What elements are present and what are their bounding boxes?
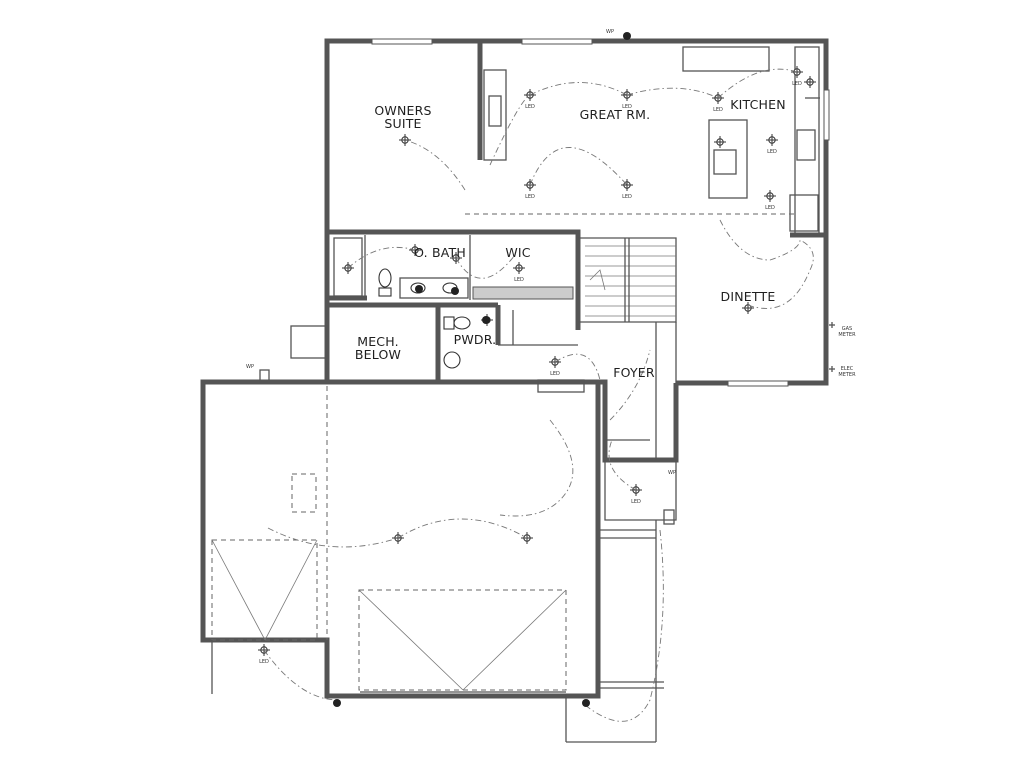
led-tag: LED — [622, 194, 632, 200]
light-fixture-icon — [714, 136, 726, 148]
annotations: GAS METER ELEC METER WP WP WP — [246, 29, 856, 476]
led-tag: LED — [767, 149, 777, 155]
led-tag: LED — [525, 104, 535, 110]
light-fixture-icon: LED — [513, 262, 525, 283]
exterior-bump — [290, 325, 328, 359]
light-fixture-icon — [409, 244, 421, 256]
gas-meter-label-line2: METER — [838, 332, 856, 338]
storage-bay — [211, 539, 318, 641]
light-fixture-icon: LED — [524, 89, 536, 110]
kitchen-label: KITCHEN — [730, 97, 786, 112]
mech-label-line1: MECH. — [357, 334, 399, 349]
dinette-label: DINETTE — [721, 289, 776, 304]
led-tag: LED — [765, 205, 775, 211]
light-fixture-icon: LED — [621, 179, 633, 200]
elec-meter-label-line2: METER — [838, 372, 856, 378]
light-fixture-icon: LED — [258, 644, 270, 665]
light-fixture-icon: LED — [791, 66, 803, 87]
kitchen-island — [708, 119, 748, 199]
windows — [371, 38, 830, 387]
elec-meter-label-line1: ELEC — [841, 366, 854, 372]
led-tag: LED — [259, 659, 269, 665]
pwdr-label: PWDR. — [454, 332, 497, 347]
wp-outlet-label: WP — [606, 29, 614, 35]
foyer-label: FOYER — [613, 365, 655, 380]
attic-access — [291, 473, 317, 513]
led-tag: LED — [514, 277, 524, 283]
light-fixture-icon: LED — [712, 92, 724, 113]
led-tag: LED — [525, 194, 535, 200]
o-bath-label: O. BATH — [414, 245, 466, 260]
light-fixture-icon — [742, 302, 754, 314]
light-fixture-icon: LED — [621, 89, 633, 110]
wic-label: WIC — [505, 245, 530, 260]
light-fixture-icon: LED — [524, 179, 536, 200]
great-room-label: GREAT RM. — [580, 107, 651, 122]
light-fixture-icon: LED — [764, 190, 776, 211]
plumbing-fixtures — [333, 237, 471, 369]
powder-toilet — [453, 316, 471, 330]
stairs — [585, 238, 676, 322]
light-fixtures: LED LED LED LED LED LED LED LED LED LED LED LED — [258, 66, 816, 665]
toilet — [378, 268, 392, 288]
led-tag: LED — [713, 107, 723, 113]
garage-door-overhead — [358, 589, 567, 691]
owners-suite-label-line1: OWNERS — [374, 103, 431, 118]
light-fixture-icon — [399, 134, 411, 146]
interior-walls — [327, 41, 826, 460]
kitchen-cabinets — [682, 46, 820, 236]
switch-wiring — [263, 68, 814, 722]
wic-shelf — [472, 286, 574, 300]
fireplace — [483, 69, 507, 161]
garage-details — [211, 386, 567, 693]
led-tag: LED — [792, 81, 802, 87]
exterior-walks — [211, 439, 675, 743]
vanity — [399, 277, 469, 299]
shower — [333, 237, 363, 297]
led-tag: LED — [631, 499, 641, 505]
gas-meter-label-line1: GAS — [842, 326, 852, 332]
led-tag: LED — [550, 371, 560, 377]
led-tag: LED — [622, 104, 632, 110]
wp-outlet-label: WP — [668, 470, 676, 476]
room-labels: OWNERS SUITE GREAT RM. KITCHEN O. BATH W… — [355, 97, 786, 380]
owners-suite-label-line2: SUITE — [384, 116, 421, 131]
powder-sink — [443, 351, 461, 369]
exterior-walls — [200, 38, 829, 699]
light-fixture-icon: LED — [766, 134, 778, 155]
light-fixture-icon — [804, 76, 816, 88]
wp-outlet-label: WP — [246, 364, 254, 370]
mech-label-line2: BELOW — [355, 347, 401, 362]
exterior-lights — [333, 32, 631, 707]
